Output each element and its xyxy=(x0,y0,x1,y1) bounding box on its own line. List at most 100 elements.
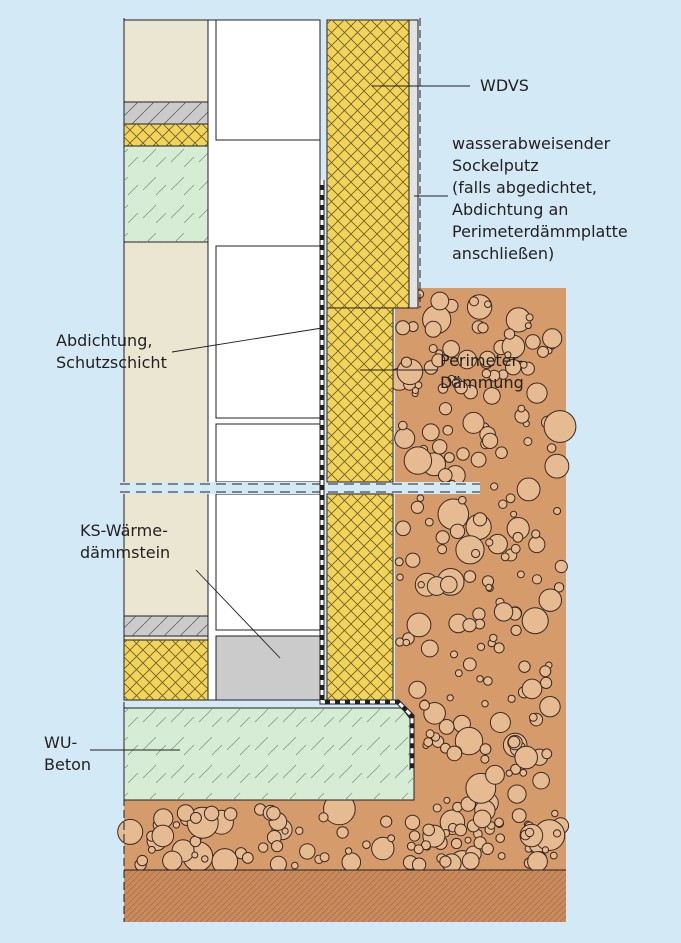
soil-pebble xyxy=(481,700,489,708)
soil-pebble xyxy=(437,544,448,555)
soil-pebble xyxy=(553,507,562,515)
soil-pebble xyxy=(540,676,553,690)
soil-pebble xyxy=(437,383,449,394)
soil-pebble xyxy=(318,812,329,823)
soil-pebble xyxy=(511,808,527,823)
soil-pebble xyxy=(136,854,149,867)
soil-pebble xyxy=(402,638,411,647)
soil-pebble xyxy=(421,423,440,442)
soil-pebble xyxy=(454,380,468,395)
soil-pebble xyxy=(336,826,349,839)
soil-pebble xyxy=(394,557,404,567)
soil-pebble xyxy=(395,520,411,537)
soil-pebble xyxy=(493,602,514,622)
soil-pebble xyxy=(481,368,492,379)
soil-pebble xyxy=(472,512,488,527)
soil-pebble xyxy=(295,826,304,835)
soil-pebble xyxy=(362,840,371,850)
soil-pebble xyxy=(472,607,486,621)
soil-pebble xyxy=(524,827,535,838)
soil-pebble xyxy=(541,748,553,760)
soil-pebble xyxy=(291,861,299,870)
soil-pebble xyxy=(424,320,442,338)
soil-pebble xyxy=(521,678,543,700)
leader-lines xyxy=(90,85,470,751)
soil-pebble xyxy=(299,843,316,860)
soil-pebble xyxy=(472,809,492,829)
soil-pebble xyxy=(516,477,541,502)
soil-pebble xyxy=(457,349,477,370)
soil-pebble xyxy=(510,510,518,518)
soil-pebble xyxy=(521,607,549,635)
soil-pebble xyxy=(493,642,505,654)
soil-pebble xyxy=(532,771,550,790)
soil-pebble xyxy=(425,729,435,739)
soil-pebble xyxy=(553,582,565,593)
soil-pebble xyxy=(442,340,460,358)
soil-pebble xyxy=(431,353,446,368)
soil-pebble xyxy=(528,713,538,722)
soil-pebble xyxy=(477,322,489,334)
soil-fill xyxy=(117,288,577,878)
soil-pebble xyxy=(440,575,458,594)
soil-pebble xyxy=(438,468,453,483)
soil-pebble xyxy=(417,581,425,589)
soil-pebble xyxy=(438,719,455,735)
soil-pebble xyxy=(423,737,434,747)
wu-concrete-slab xyxy=(123,707,415,801)
soil-pebble xyxy=(527,851,548,872)
soil-pebble xyxy=(319,852,330,863)
label-perimeter: Perimeter- Dämmung xyxy=(440,351,524,392)
soil-pebble xyxy=(480,754,490,764)
perimeter-insulation xyxy=(326,307,394,701)
soil-pebble xyxy=(201,855,209,863)
soil-pebble xyxy=(444,452,455,463)
soil-pebble xyxy=(479,743,492,755)
soil-pebble xyxy=(553,829,562,838)
soil-pebble xyxy=(497,852,506,860)
soil-pebble xyxy=(419,699,430,711)
soil-pebble xyxy=(172,821,181,829)
soil-pebble xyxy=(458,495,467,505)
soil-pebble xyxy=(432,439,448,455)
soil-pebble xyxy=(462,411,485,434)
soil-pebble xyxy=(526,382,548,404)
soil-pebble xyxy=(408,830,421,842)
soil-pebble xyxy=(471,548,481,559)
soil-pebble xyxy=(481,842,494,855)
soil-pebble xyxy=(549,851,558,860)
soil-pebble xyxy=(151,824,175,848)
soil-pebble xyxy=(450,837,463,850)
soil-pebble xyxy=(510,543,521,554)
soil-pebble xyxy=(523,437,533,446)
soil-pebble xyxy=(541,846,550,854)
soil-pebble xyxy=(507,784,527,804)
soil-pebble xyxy=(525,313,534,322)
soil-pebble xyxy=(371,836,395,861)
soil-pebble xyxy=(495,446,508,460)
soil-pebble xyxy=(271,840,284,853)
soil-pebble xyxy=(490,482,499,491)
soil-pebble xyxy=(416,494,425,503)
soil-pebble xyxy=(485,764,505,785)
soil-pebble xyxy=(489,712,511,733)
soil-pebble xyxy=(413,844,424,855)
soil-pebble xyxy=(344,847,353,855)
soil-pebble xyxy=(422,823,436,837)
soil-pebble xyxy=(400,356,412,368)
soil-pebble xyxy=(462,657,477,672)
soil-pebble xyxy=(420,639,439,658)
soil-pebble xyxy=(489,633,498,643)
soil-pebble xyxy=(543,410,577,443)
soil-pebble xyxy=(525,334,541,350)
soil-pebble xyxy=(507,694,516,703)
soil-pebble xyxy=(524,322,532,330)
soil-pebble xyxy=(450,650,458,659)
soil-pebble xyxy=(398,420,408,431)
soil-pebble xyxy=(439,855,452,868)
soil-pebble xyxy=(519,360,528,369)
soil-pebble xyxy=(223,807,238,821)
soil-pebble xyxy=(404,814,421,831)
soil-pebble xyxy=(531,574,543,585)
label-ks-stein: KS-Wärme- dämmstein xyxy=(80,521,171,562)
